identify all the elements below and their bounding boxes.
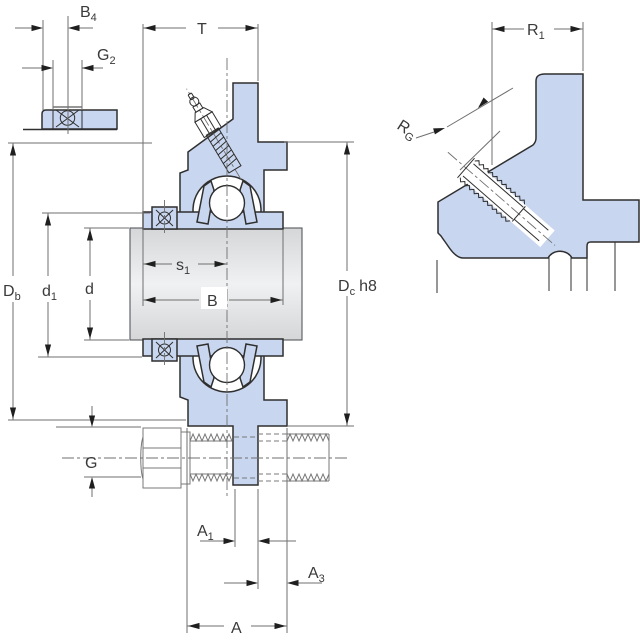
locking-collar-bottom — [151, 332, 178, 368]
main-section-view — [62, 58, 347, 497]
dim-label-a: A — [231, 620, 242, 637]
dim-label-b4: B4 — [80, 4, 97, 24]
side-section-view — [436, 73, 640, 293]
dim-label-d: d — [85, 281, 94, 298]
outer-ring-bottom-left — [196, 343, 215, 389]
dim-label-a3: A3 — [308, 565, 325, 585]
side-view-housing — [437, 73, 640, 259]
dim-label-rg: RG — [392, 117, 420, 145]
dim-label-b: B — [207, 293, 218, 310]
outer-ring-top-left — [196, 179, 215, 225]
grease-nipple — [186, 88, 242, 180]
spigot-side-lines — [436, 242, 616, 293]
dimension-lines — [8, 16, 584, 633]
outer-ring-top-right — [239, 179, 258, 225]
dim-label-r1: R1 — [527, 22, 545, 42]
grease-hole — [447, 151, 556, 248]
mounting-bolt — [62, 427, 347, 489]
outer-ring-bottom-right — [239, 343, 258, 389]
locking-collar-detail-view — [23, 106, 118, 131]
dim-label-db: Db — [3, 283, 21, 303]
dim-label-d1: d1 — [42, 283, 57, 303]
nipple-ball-tip — [189, 96, 200, 107]
dim-label-g2: G2 — [97, 47, 116, 67]
dim-label-a1: A1 — [197, 523, 214, 543]
dim-label-s1: s1 — [176, 257, 190, 277]
shaft — [129, 227, 303, 341]
locking-collar-top — [151, 200, 178, 236]
dim-label-t: T — [197, 21, 207, 38]
dim-label-g: G — [85, 455, 97, 472]
